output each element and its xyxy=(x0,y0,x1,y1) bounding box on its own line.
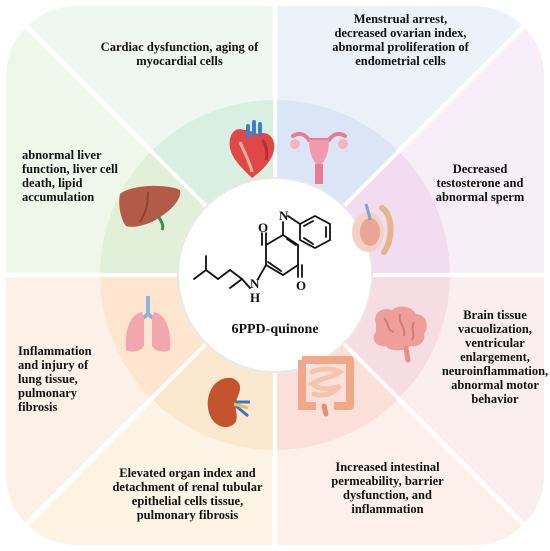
intestine-icon xyxy=(298,356,354,417)
label-reproductive-female: Menstrual arrest, decreased ovarian inde… xyxy=(332,12,469,68)
molecule-atoms: O O N N H xyxy=(250,208,306,305)
label-kidney: Elevated organ index and detachment of r… xyxy=(112,466,263,522)
atom-o-bottom: O xyxy=(296,278,306,293)
heart-icon xyxy=(229,120,275,178)
label-liver: abnormal liver function, liver cell deat… xyxy=(22,148,118,204)
center-circle xyxy=(177,177,373,373)
atom-h-bottom: H xyxy=(250,290,260,305)
kidney-icon xyxy=(207,377,250,428)
molecule-structure xyxy=(193,214,331,289)
atom-o-top: O xyxy=(258,220,268,235)
liver-icon xyxy=(119,185,181,231)
compound-name: 6PPD-quinone xyxy=(231,322,318,337)
label-lung: Inflammation and injury of lung tissue, … xyxy=(18,344,92,414)
label-reproductive-male: Decreased testosterone and abnormal sper… xyxy=(435,162,525,204)
brain-icon xyxy=(373,306,427,363)
uterus-icon xyxy=(290,131,348,184)
atom-n-bottom: N xyxy=(250,276,260,291)
lungs-icon xyxy=(125,296,171,352)
atom-n-top: N xyxy=(279,208,289,223)
testis-icon xyxy=(352,203,394,255)
label-brain: Brain tissue vacuolization, ventricular … xyxy=(441,308,549,406)
label-intestine: Increased intestinal permeability, barri… xyxy=(331,460,444,516)
label-cardiac: Cardiac dysfunction, aging of myocardial… xyxy=(100,40,259,68)
